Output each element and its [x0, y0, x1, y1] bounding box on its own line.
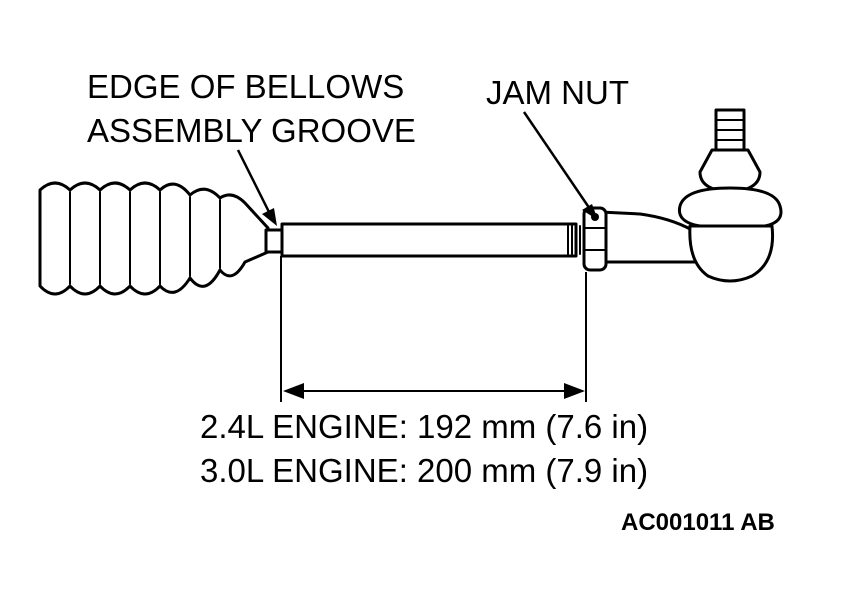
- jam-nut: [582, 206, 608, 272]
- bellows-groove-ring: [264, 228, 284, 254]
- bellows-folds: [69, 191, 221, 285]
- spec-line-2-4l: 2.4L ENGINE: 192 mm (7.6 in): [200, 408, 649, 445]
- bellows-label-line2: ASSEMBLY GROOVE: [87, 112, 416, 149]
- spec-line-3-0l: 3.0L ENGINE: 200 mm (7.9 in): [200, 452, 649, 489]
- tie-rod-shaft: [280, 222, 578, 258]
- ball-joint-housing: [688, 224, 775, 283]
- dimension-arrow-left: [283, 383, 304, 399]
- shaft-threads: [567, 225, 581, 255]
- jam-nut-dot: [591, 213, 599, 221]
- figure-code: AC001011 AB: [621, 509, 775, 536]
- bellows-boot: [38, 181, 270, 296]
- bellows-label-line1: EDGE OF BELLOWS: [87, 68, 405, 105]
- ball-joint-boot: [677, 186, 783, 228]
- bellows-leader-line: [236, 149, 274, 219]
- dimension-arrow-right: [564, 383, 585, 399]
- bellows-leader-arrowhead: [262, 208, 277, 226]
- ball-stud-neck: [698, 148, 762, 194]
- jam-nut-leader-line: [522, 111, 594, 213]
- jam-nut-label: JAM NUT: [486, 74, 629, 111]
